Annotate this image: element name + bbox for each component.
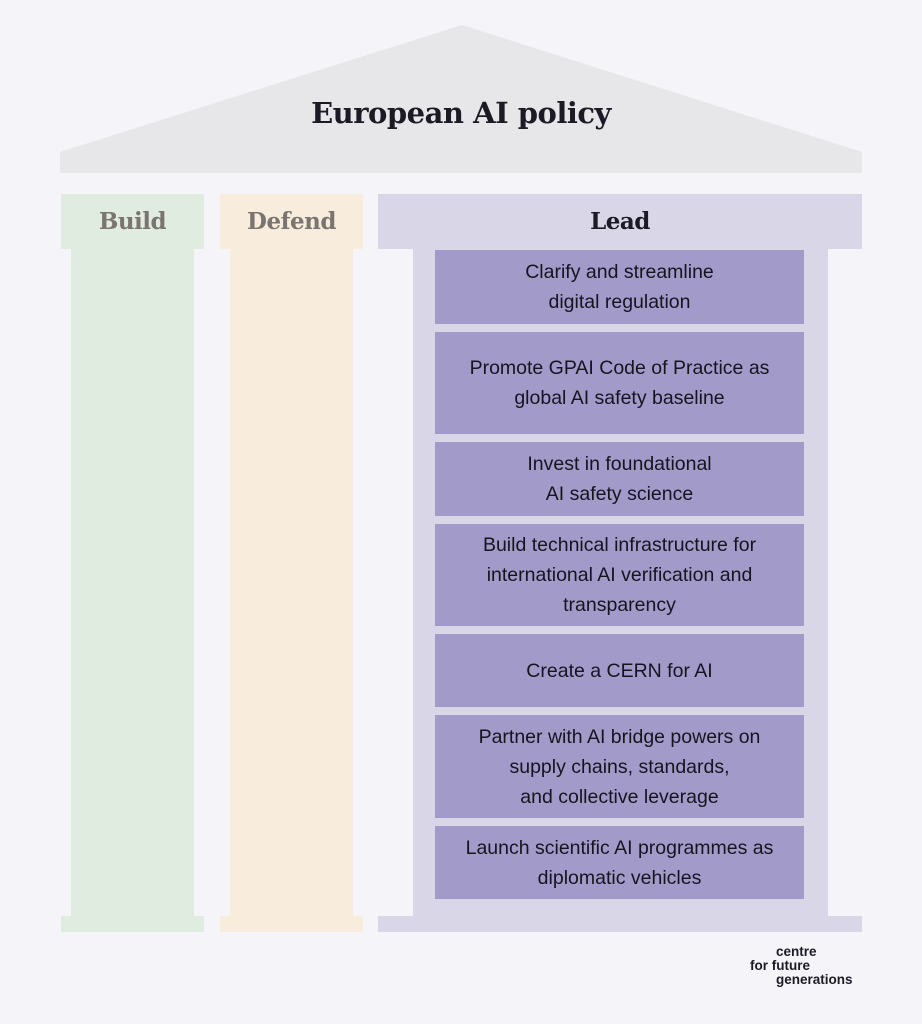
pillar-lead-base — [378, 916, 862, 932]
logo-line: generations — [776, 972, 853, 987]
logo-line: for future — [750, 958, 810, 973]
lead-item: Create a CERN for AI — [435, 634, 804, 707]
lead-item-text: Build technical infrastructure for inter… — [482, 534, 757, 616]
lead-item-text: Partner with AI bridge powers on supply … — [478, 725, 761, 808]
lead-item-text: Promote GPAI Code of Practice as global … — [469, 357, 770, 409]
pillar-defend-base — [220, 916, 363, 932]
pillar-build-base — [61, 916, 204, 932]
roof — [60, 25, 862, 173]
lead-item-text: Invest in foundational AI safety science — [527, 453, 712, 505]
pillar-lead-cap: Lead — [378, 194, 862, 249]
pillar-defend-shaft — [230, 249, 353, 916]
lead-item: Launch scientific AI programmes as diplo… — [435, 826, 804, 899]
lead-item: Partner with AI bridge powers on supply … — [435, 715, 804, 818]
logo-line: centre — [776, 944, 817, 959]
logo: centre for future generations — [750, 945, 853, 987]
lead-item-text: Create a CERN for AI — [526, 659, 713, 682]
lead-item: Promote GPAI Code of Practice as global … — [435, 332, 804, 434]
lead-item-text: Clarify and streamline digital regulatio… — [525, 261, 714, 313]
pillar-build-cap: Build — [61, 194, 204, 249]
lead-item: Invest in foundational AI safety science — [435, 442, 804, 516]
lead-item-text: Launch scientific AI programmes as diplo… — [465, 836, 774, 889]
roof-shape — [60, 25, 862, 173]
pillar-defend-cap: Defend — [220, 194, 363, 249]
lead-item: Clarify and streamline digital regulatio… — [435, 250, 804, 324]
pillar-build-shaft — [71, 249, 194, 916]
lead-item: Build technical infrastructure for inter… — [435, 524, 804, 626]
diagram-title: European AI policy — [311, 96, 611, 130]
